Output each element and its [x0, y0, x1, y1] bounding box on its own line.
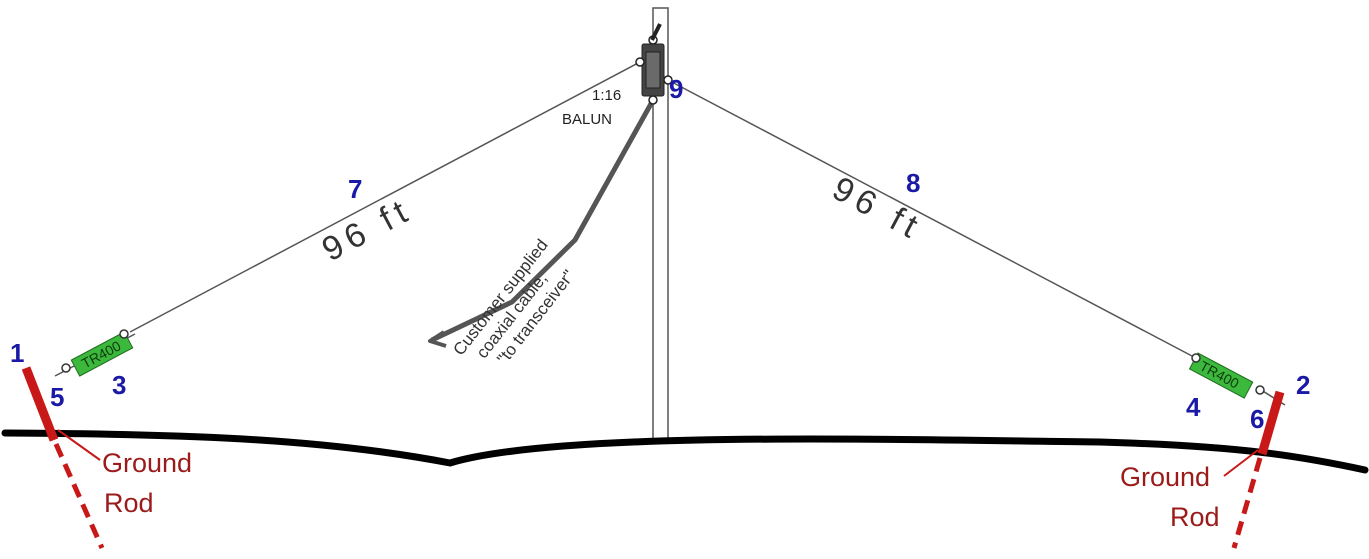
balun	[635, 23, 673, 105]
point-3: 3	[112, 370, 126, 400]
resistor-left-body	[70, 331, 134, 377]
insulator-right-ring	[1191, 353, 1201, 363]
ground-line	[1, 429, 1369, 474]
balun-label: BALUN	[562, 111, 612, 128]
ground-rod-left-pointer	[57, 429, 101, 461]
ground-rod-right-label-2: Rod	[1170, 502, 1220, 532]
wire-8-number: 8	[906, 168, 920, 198]
ground-rod-left-label-1: Ground	[102, 448, 192, 478]
point-2: 2	[1296, 370, 1310, 400]
ground-rod-left	[21, 366, 59, 442]
wire-7-length: 96 ft	[316, 190, 419, 269]
ground-rod-left-buried	[53, 442, 105, 550]
ground-rod-right-buried	[1231, 457, 1263, 549]
balun-right-terminal	[663, 75, 673, 85]
clamp-right-ring	[1255, 385, 1265, 395]
resistor-right-label: TR400	[1197, 358, 1242, 392]
insulator-left-ring	[119, 329, 129, 339]
coax-note: Customer supplied coaxial cable, "to tra…	[449, 236, 578, 368]
balun-left-terminal	[635, 57, 645, 67]
ground-rod-right-label-1: Ground	[1120, 462, 1210, 492]
coax-arrowhead	[428, 330, 447, 348]
ground-rod-right	[1257, 390, 1285, 456]
point-1: 1	[10, 338, 24, 368]
balun-bottom-ring	[648, 95, 658, 105]
ground-rod-right-pointer	[1223, 449, 1259, 477]
point-4: 4	[1186, 392, 1201, 422]
point-9: 9	[669, 74, 683, 104]
point-6: 6	[1250, 404, 1264, 434]
balun-ratio: 1:16	[592, 87, 621, 104]
resistor-left-label: TR400	[79, 337, 124, 371]
wire-left	[129, 61, 641, 333]
ground-rod-left-label-2: Rod	[104, 488, 154, 518]
balun-feed-wire	[650, 23, 662, 41]
wire-right	[667, 79, 1193, 357]
wire-7-number: 7	[348, 174, 362, 204]
coax-cable	[430, 100, 655, 343]
clamp-left-ring	[61, 363, 71, 373]
point-5: 5	[50, 382, 64, 412]
balun-core	[645, 51, 661, 89]
